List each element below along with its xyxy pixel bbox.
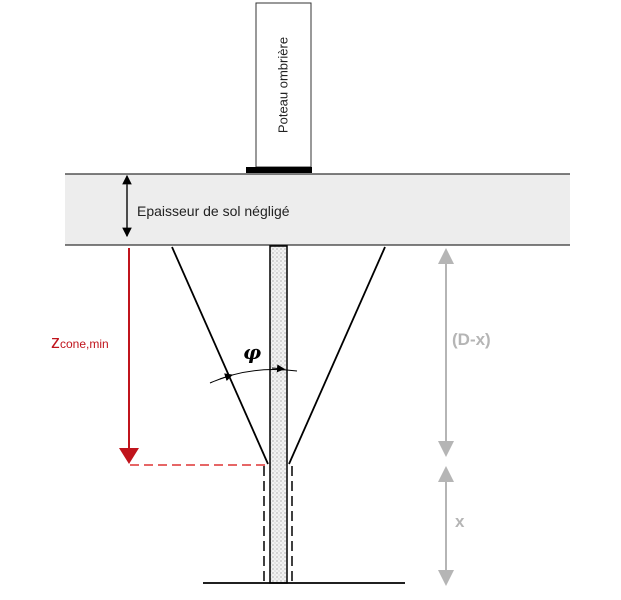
post-label: Poteau ombrière xyxy=(275,36,291,134)
cone-right-line xyxy=(288,246,386,465)
cone-left-line xyxy=(171,246,269,465)
pile xyxy=(269,245,288,584)
d-minus-x-label: (D-x) xyxy=(452,330,491,349)
soil-thickness-label: Epaisseur de sol négligé xyxy=(137,203,290,219)
post xyxy=(255,2,312,168)
z-symbol: z xyxy=(51,332,60,352)
x-label: x xyxy=(455,512,465,531)
z-cone-min-label: zcone,min xyxy=(51,332,109,353)
phi-arrow-right xyxy=(271,364,285,373)
base-plate xyxy=(246,167,312,173)
phi-arc xyxy=(209,369,298,384)
phi-label: φ xyxy=(243,340,262,364)
phi-arrow-left xyxy=(219,373,233,382)
z-subscript: cone,min xyxy=(60,337,109,351)
soil-layer xyxy=(65,174,570,245)
